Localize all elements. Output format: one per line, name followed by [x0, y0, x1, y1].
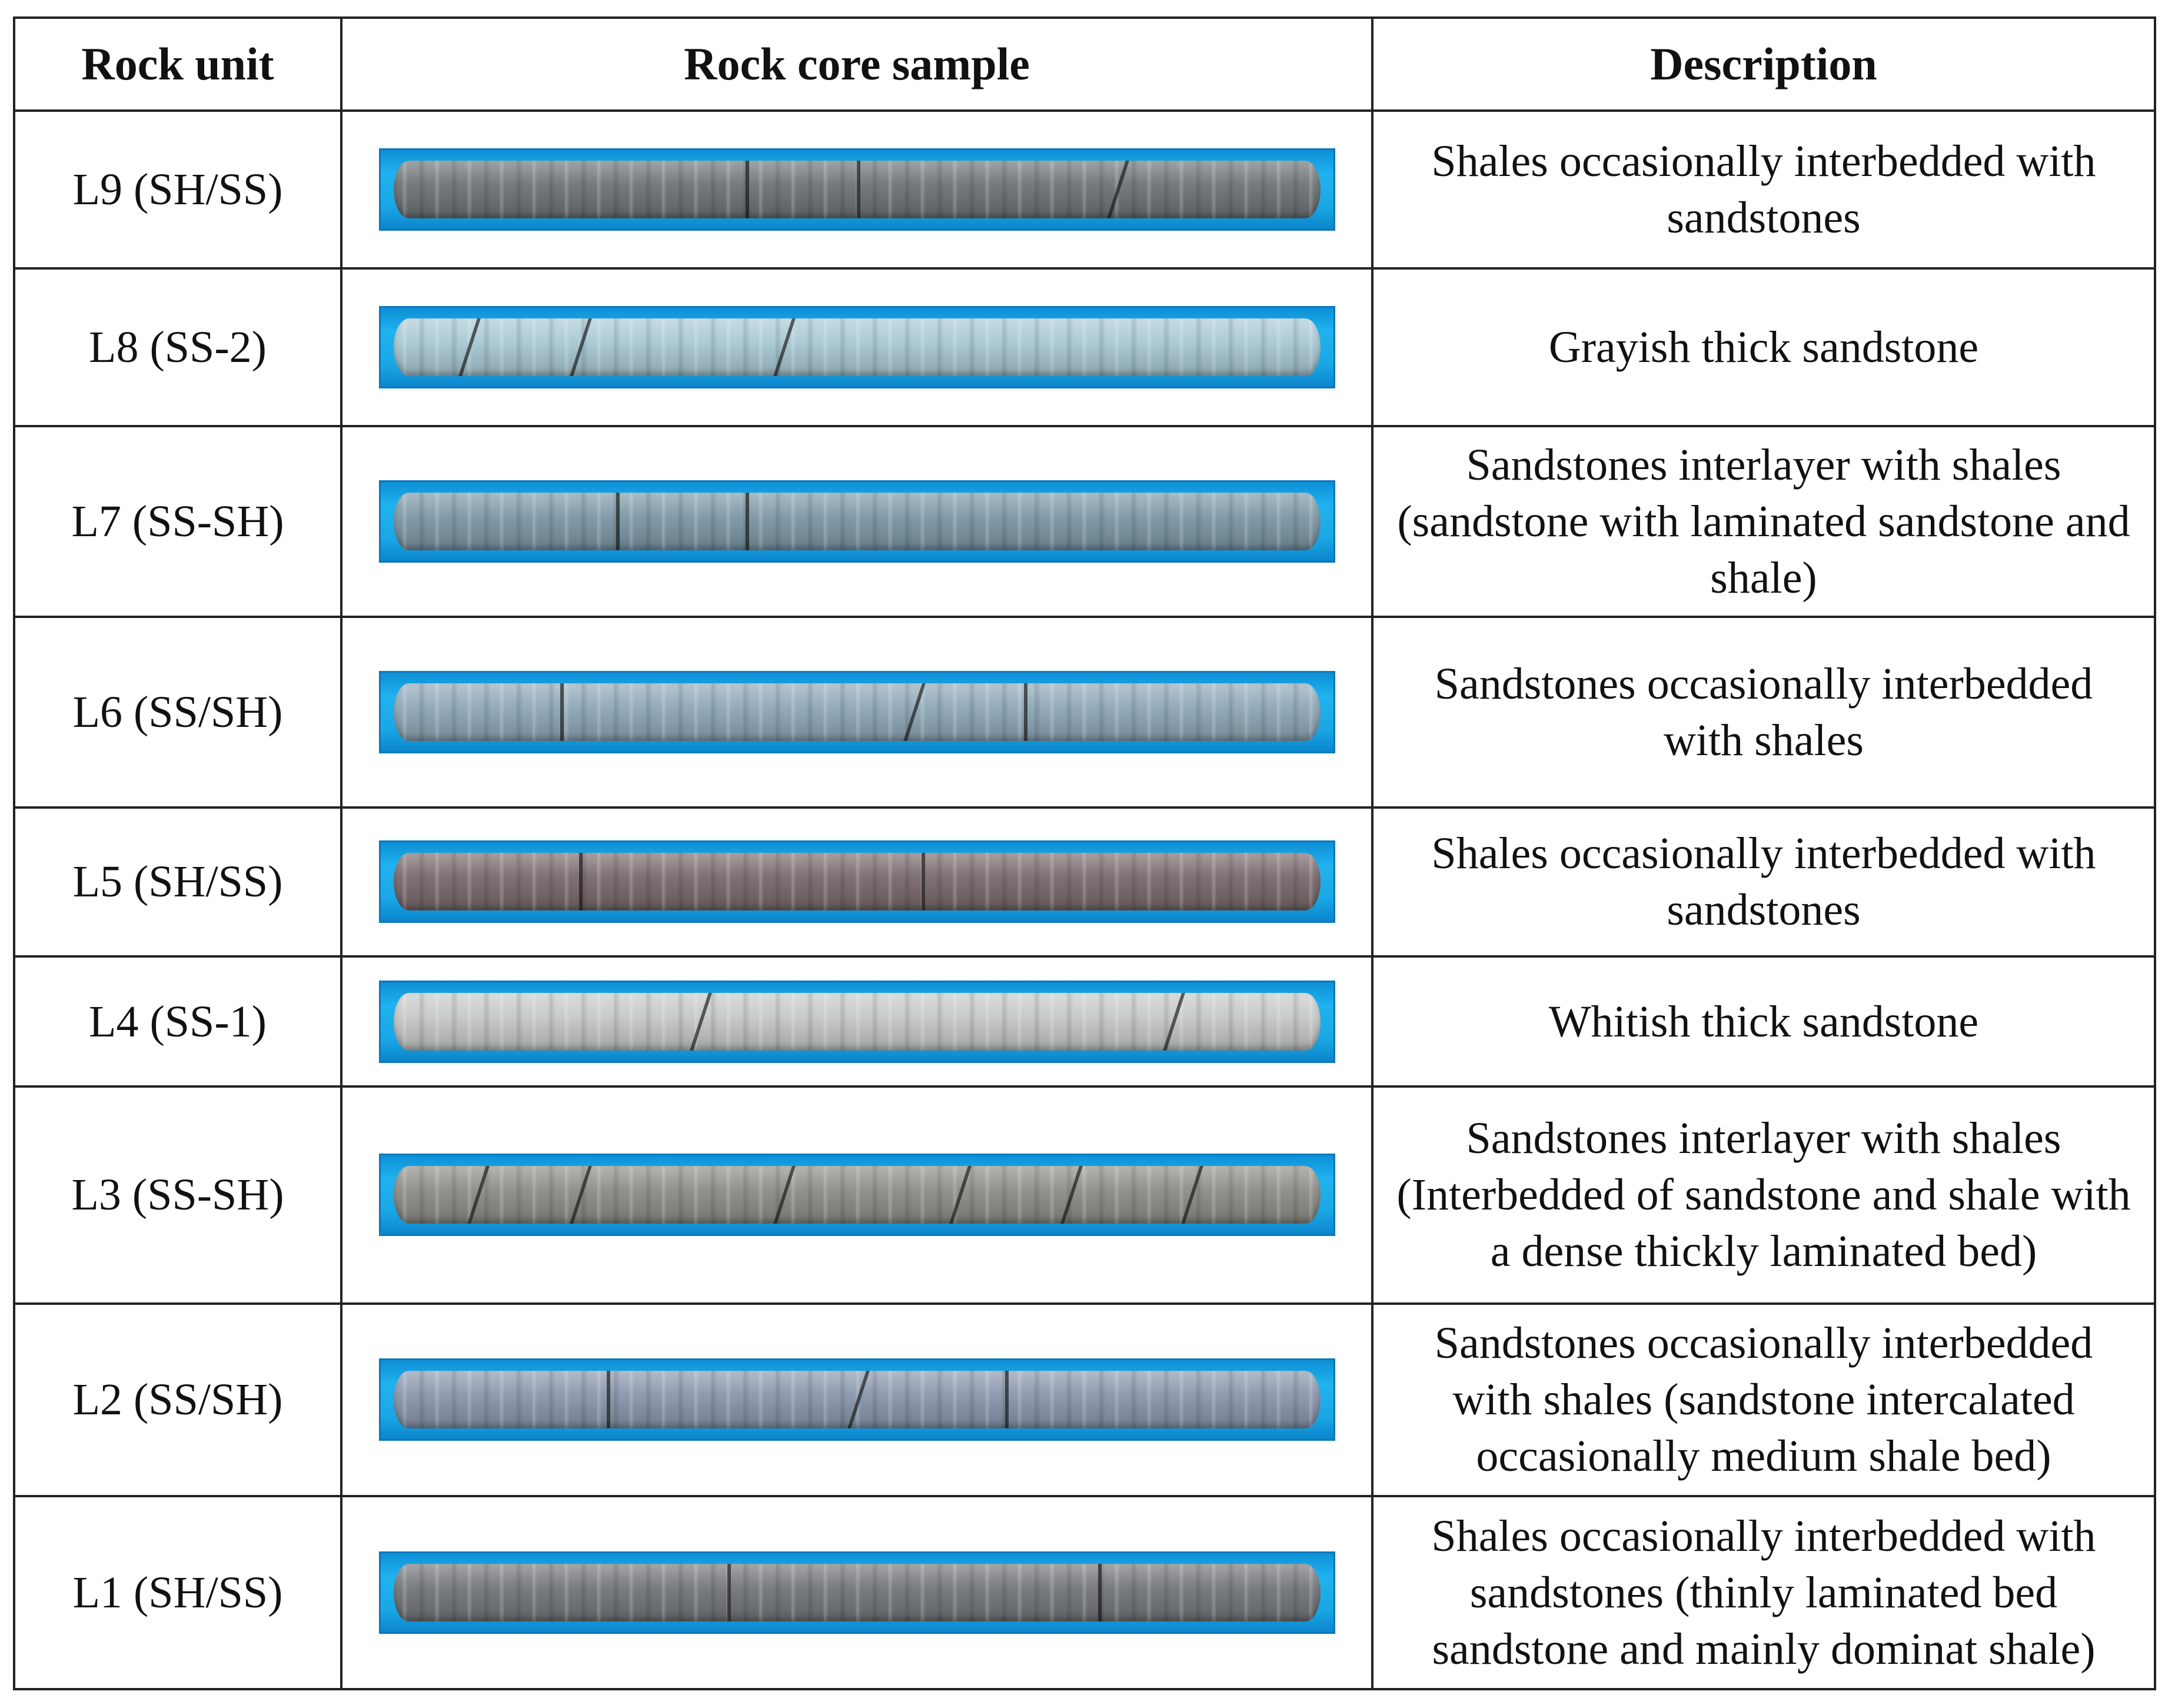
- core-fracture: [606, 1371, 610, 1429]
- description-cell: Sandstones interlayer with shales (Inter…: [1371, 1085, 2156, 1305]
- header-description: Description: [1371, 16, 2156, 112]
- description-cell: Grayish thick sandstone: [1371, 267, 2156, 427]
- description-cell: Sandstones occasionally interbedded with…: [1371, 615, 2156, 809]
- core-tray: [378, 670, 1335, 753]
- rock-unit-cell: L7 (SS-SH): [13, 424, 342, 618]
- rock-unit-cell: L6 (SS/SH): [13, 615, 342, 809]
- core-cylinder-image: [393, 992, 1321, 1051]
- description-cell: Sandstones interlayer with shales (sands…: [1371, 424, 2156, 618]
- core-tray: [378, 480, 1335, 563]
- core-cylinder-image: [393, 1371, 1321, 1429]
- rock-unit-cell: L4 (SS-1): [13, 955, 342, 1088]
- rock-unit-cell: L2 (SS/SH): [13, 1302, 342, 1497]
- core-tray: [378, 305, 1335, 388]
- core-sample-cell: [340, 1085, 1374, 1305]
- core-tray: [378, 1358, 1335, 1441]
- table-row: L8 (SS-2) Grayish thick sandstone: [13, 267, 2156, 427]
- core-fracture: [727, 1563, 731, 1621]
- description-cell: Shales occasionally interbedded with san…: [1371, 109, 2156, 270]
- core-fracture: [1060, 1166, 1083, 1224]
- rock-unit-cell: L8 (SS-2): [13, 267, 342, 427]
- description-cell: Sandstones occasionally interbedded with…: [1371, 1302, 2156, 1497]
- core-fracture: [773, 318, 796, 376]
- core-fracture: [1181, 1166, 1203, 1224]
- core-fracture: [847, 1371, 870, 1429]
- core-sample-cell: [340, 1494, 1374, 1691]
- core-tray: [378, 148, 1335, 231]
- header-rock-unit: Rock unit: [13, 16, 342, 112]
- core-sample-cell: [340, 1302, 1374, 1497]
- table-row: L1 (SH/SS) Shales occasionally interbedd…: [13, 1494, 2156, 1691]
- core-fracture: [857, 160, 860, 218]
- table-row: L2 (SS/SH) Sandstones occasionally inter…: [13, 1302, 2156, 1497]
- rock-core-table: Rock unit Rock core sample Description L…: [13, 16, 2156, 1691]
- table-row: L3 (SS-SH) Sandstones interlayer with sh…: [13, 1085, 2156, 1305]
- core-sample-cell: [340, 615, 1374, 809]
- core-fracture: [616, 492, 620, 550]
- table-row: L9 (SH/SS) Shales occasionally interbedd…: [13, 109, 2156, 270]
- core-fracture: [1023, 683, 1027, 741]
- core-tray: [378, 840, 1335, 923]
- core-fracture: [903, 683, 926, 741]
- core-sample-cell: [340, 109, 1374, 270]
- core-cylinder-image: [393, 318, 1321, 376]
- core-fracture: [1107, 160, 1129, 218]
- core-fracture: [690, 992, 713, 1051]
- core-cylinder-image: [393, 160, 1321, 218]
- rock-unit-cell: L5 (SH/SS): [13, 806, 342, 958]
- core-tray: [378, 980, 1335, 1063]
- core-fracture: [458, 318, 481, 376]
- core-tray: [378, 1551, 1335, 1634]
- core-fracture: [569, 1166, 592, 1224]
- header-row: Rock unit Rock core sample Description: [13, 16, 2156, 112]
- description-cell: Shales occasionally interbedded with san…: [1371, 1494, 2156, 1691]
- core-fracture: [1162, 992, 1185, 1051]
- core-fracture: [746, 492, 749, 550]
- rock-unit-cell: L1 (SH/SS): [13, 1494, 342, 1691]
- core-fracture: [1005, 1371, 1009, 1429]
- description-cell: Shales occasionally interbedded with san…: [1371, 806, 2156, 958]
- table-row: L5 (SH/SS) Shales occasionally interbedd…: [13, 806, 2156, 958]
- core-cylinder-image: [393, 683, 1321, 741]
- rock-unit-cell: L3 (SS-SH): [13, 1085, 342, 1305]
- core-fracture: [569, 318, 592, 376]
- core-fracture: [949, 1166, 972, 1224]
- core-cylinder-image: [393, 1563, 1321, 1621]
- core-fracture: [578, 853, 583, 911]
- core-fracture: [467, 1166, 490, 1224]
- header-rock-core-sample: Rock core sample: [340, 16, 1374, 112]
- core-fracture: [1098, 1563, 1102, 1621]
- core-fracture: [922, 853, 926, 911]
- table-row: L7 (SS-SH) Sandstones interlayer with sh…: [13, 424, 2156, 618]
- table-row: L4 (SS-1) Whitish thick sandstone: [13, 955, 2156, 1088]
- core-tray: [378, 1154, 1335, 1237]
- table-row: L6 (SS/SH) Sandstones occasionally inter…: [13, 615, 2156, 809]
- description-cell: Whitish thick sandstone: [1371, 955, 2156, 1088]
- core-sample-cell: [340, 267, 1374, 427]
- core-sample-cell: [340, 955, 1374, 1088]
- core-cylinder-image: [393, 1166, 1321, 1224]
- core-cylinder-image: [393, 492, 1321, 550]
- core-sample-cell: [340, 806, 1374, 958]
- core-sample-cell: [340, 424, 1374, 618]
- rock-unit-cell: L9 (SH/SS): [13, 109, 342, 270]
- core-fracture: [560, 683, 564, 741]
- core-fracture: [746, 160, 749, 218]
- core-cylinder-image: [393, 853, 1321, 911]
- core-fracture: [773, 1166, 796, 1224]
